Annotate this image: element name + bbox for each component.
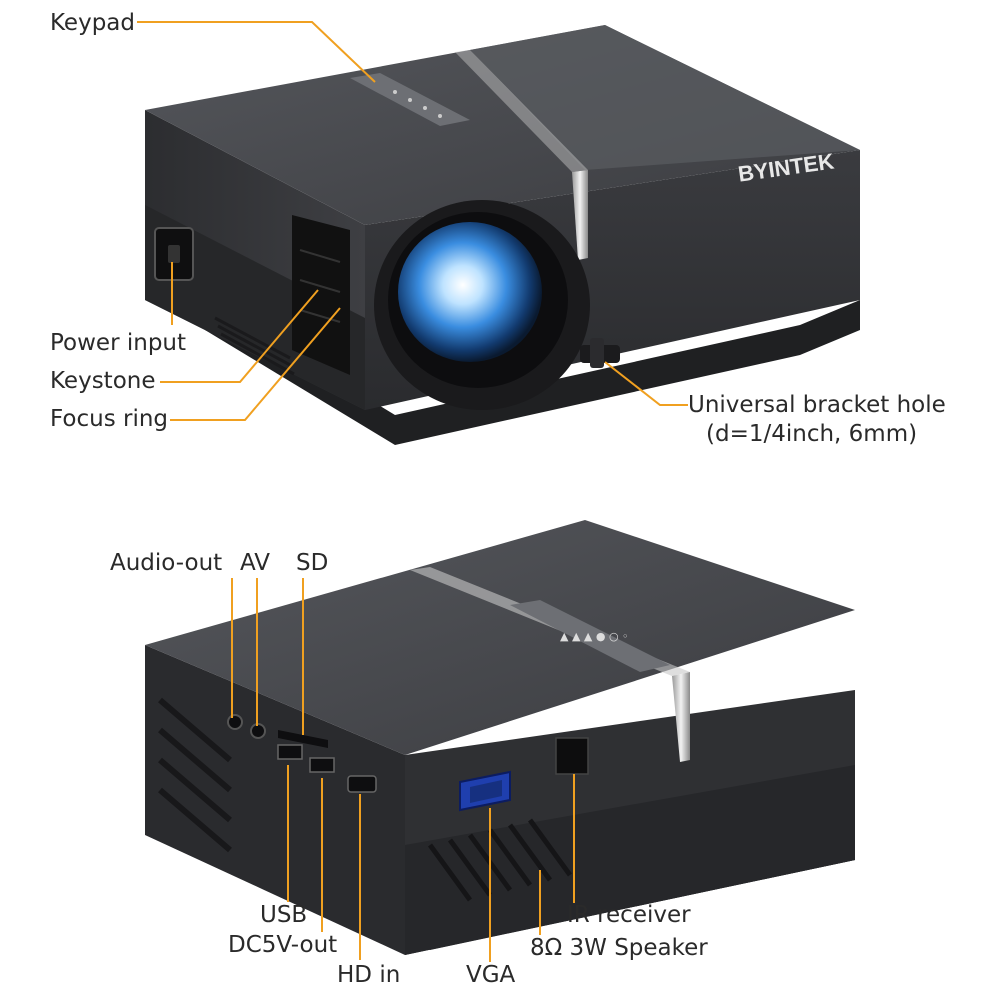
label-usb: USB (260, 902, 308, 928)
power-input-socket (154, 227, 194, 281)
hd-in-port (347, 775, 377, 793)
label-power-input: Power input (50, 330, 187, 356)
projector-front-view: BYINTEK (145, 25, 860, 445)
label-sd: SD (296, 550, 329, 576)
usb-port (277, 744, 303, 760)
label-speaker: 8Ω 3W Speaker (530, 935, 708, 961)
keypad-strip (350, 73, 470, 126)
label-dc5v-out: DC5V-out (228, 932, 338, 958)
projector-rear-view: ▲ ▲ ▲ ● ○ ◦ (145, 520, 855, 955)
label-vga: VGA (466, 962, 516, 988)
label-bracket-hole: Universal bracket hole (688, 392, 946, 418)
ir-receiver (555, 737, 589, 775)
sd-slot (278, 730, 328, 748)
label-av: AV (240, 550, 270, 576)
label-focus-ring: Focus ring (50, 406, 169, 432)
left-vent (158, 697, 232, 853)
callout-lines (137, 21, 688, 962)
label-hd-in: HD in (337, 962, 401, 988)
projector-lens (374, 200, 590, 410)
svg-text:▲ ▲ ▲ ● ○ ◦: ▲ ▲ ▲ ● ○ ◦ (560, 630, 629, 643)
label-keystone: Keystone (50, 368, 156, 394)
keystone-panel (292, 215, 350, 375)
label-audio-out: Audio-out (110, 550, 223, 576)
audio-out-jack (227, 714, 243, 730)
side-vent (214, 316, 295, 376)
av-jack (250, 723, 266, 739)
bracket-hole (580, 338, 620, 368)
speaker-grille (427, 818, 573, 902)
dc5v-port (309, 757, 335, 773)
keypad-strip-rear: ▲ ▲ ▲ ● ○ ◦ (510, 600, 670, 672)
label-keypad: Keypad (50, 10, 135, 36)
vga-port (459, 770, 511, 812)
label-bracket-size: (d=1/4inch, 6mm) (706, 421, 918, 447)
label-ir-receiver: IR receiver (567, 902, 691, 928)
